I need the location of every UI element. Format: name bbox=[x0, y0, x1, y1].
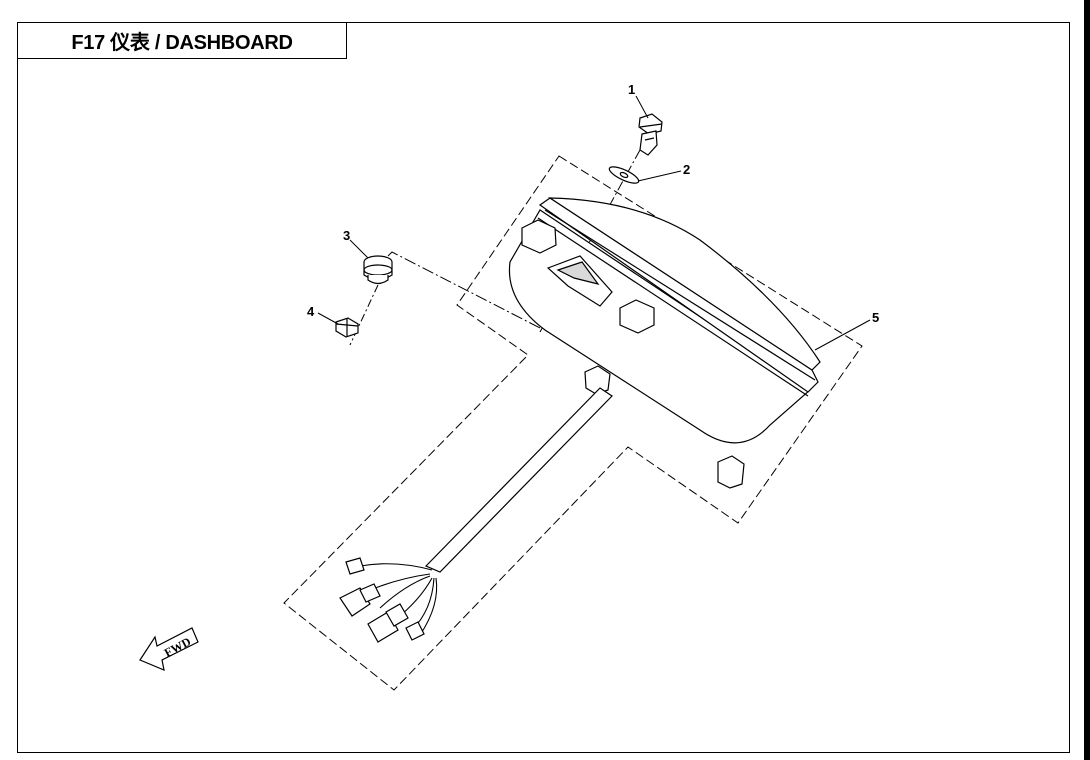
nut-icon bbox=[335, 317, 359, 338]
callout-3: 3 bbox=[343, 228, 350, 243]
connector-plugs bbox=[339, 557, 425, 643]
bolt-axis-line bbox=[539, 149, 641, 333]
drawing-frame bbox=[17, 22, 1070, 753]
grommet-nut-axis bbox=[349, 284, 379, 346]
rubber-grommet-icon bbox=[363, 255, 393, 285]
callout-leader-3 bbox=[349, 239, 369, 259]
page-title: F17 仪表 / DASHBOARD bbox=[71, 32, 293, 54]
right-edge-bar bbox=[1084, 0, 1090, 760]
callout-4: 4 bbox=[307, 304, 315, 319]
callout-leader-1 bbox=[635, 95, 649, 119]
callout-leader-2 bbox=[637, 170, 682, 182]
callout-5: 5 bbox=[872, 310, 879, 325]
dashboard-assembly-icon bbox=[424, 197, 821, 573]
callout-leader-4 bbox=[317, 312, 339, 325]
callout-leader-5 bbox=[814, 319, 871, 351]
title-box: F17 仪表 / DASHBOARD bbox=[17, 22, 347, 59]
grommet-leader-line bbox=[387, 251, 541, 329]
bolt-icon bbox=[638, 113, 663, 156]
callout-2: 2 bbox=[683, 162, 690, 177]
callout-1: 1 bbox=[628, 82, 635, 97]
fwd-arrow-icon: FWD bbox=[139, 627, 199, 671]
assembly-group-outline bbox=[283, 155, 863, 691]
washer-icon bbox=[608, 166, 640, 184]
